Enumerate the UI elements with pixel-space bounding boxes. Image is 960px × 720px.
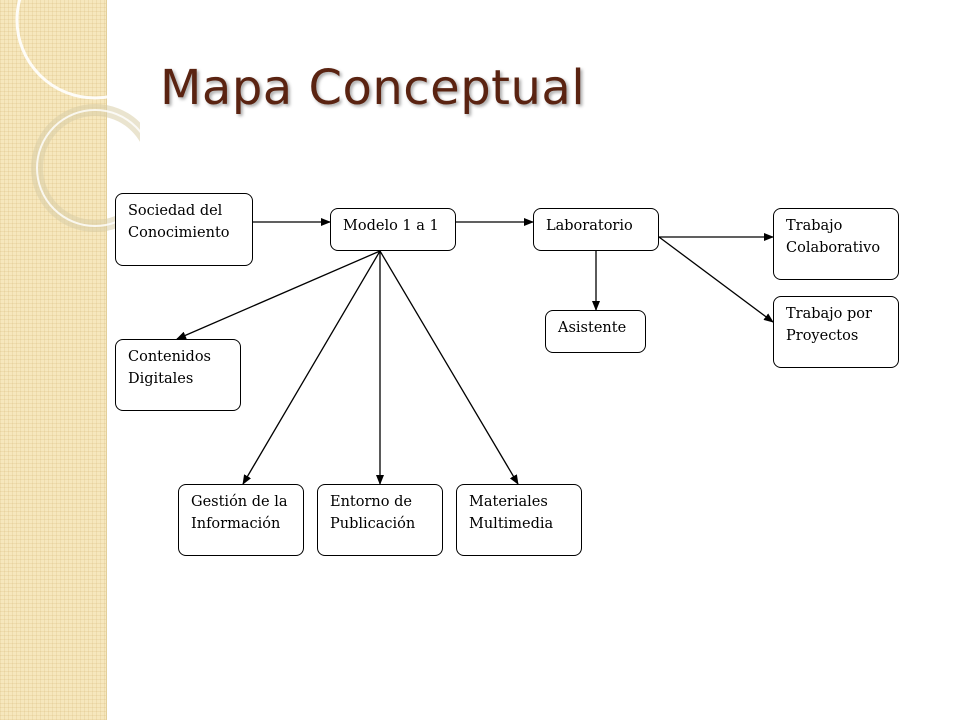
- arrow-modelo-to-materiales: [379, 250, 519, 485]
- node-entorno-de-publicacion: Entorno de Publicación: [317, 484, 443, 556]
- arrow-modelo-to-contenidos: [176, 250, 381, 340]
- node-trabajo-colaborativo: Trabajo Colaborativo: [773, 208, 899, 280]
- node-gestion-de-la-informacion: Gestión de la Información: [178, 484, 304, 556]
- node-asistente: Asistente: [545, 310, 646, 353]
- node-contenidos-digitales: Contenidos Digitales: [115, 339, 241, 411]
- node-materiales-multimedia: Materiales Multimedia: [456, 484, 582, 556]
- arrow-modelo-to-gestion: [242, 250, 381, 485]
- node-trabajo-por-proyectos: Trabajo por Proyectos: [773, 296, 899, 368]
- node-modelo-1-a-1: Modelo 1 a 1: [330, 208, 456, 251]
- decorative-circles: [15, 0, 140, 232]
- page-title: Mapa Conceptual: [160, 60, 586, 116]
- node-laboratorio: Laboratorio: [533, 208, 659, 251]
- arrow-laboratorio-to-trabajo_proyectos: [658, 236, 774, 323]
- node-sociedad-del-conocimiento: Sociedad del Conocimiento: [115, 193, 253, 266]
